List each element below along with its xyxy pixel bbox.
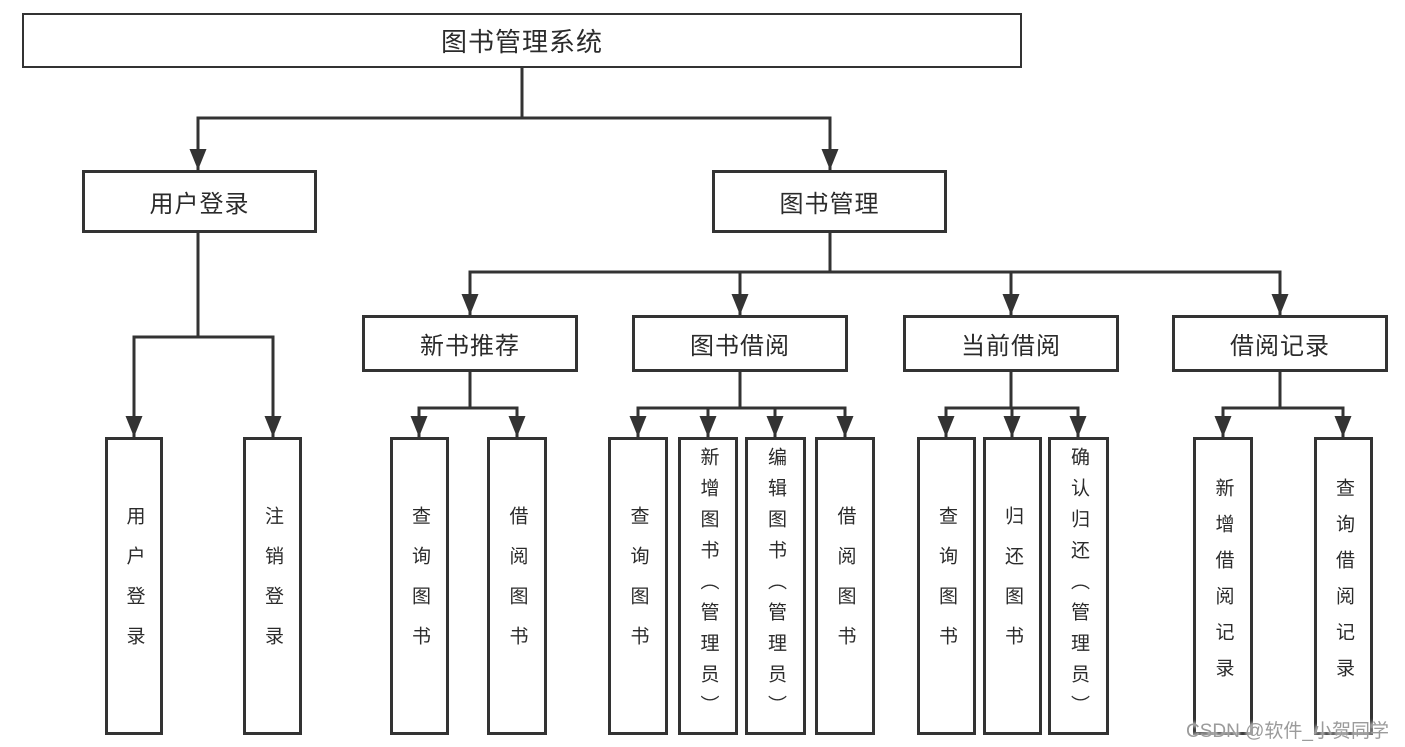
csdn-watermark: CSDN @软件_小贺同学 — [1186, 721, 1389, 742]
leaf-borrow-books-newbook: 借阅图书 — [487, 437, 547, 735]
node-user-login-label: 用户登录 — [149, 191, 250, 218]
node-book-management: 图书管理 — [712, 170, 947, 233]
leaf-query-books-current-label: 查询图书 — [936, 506, 957, 666]
leaf-add-borrow-record-label: 新增借阅记录 — [1212, 478, 1234, 694]
leaf-borrow-books: 借阅图书 — [815, 437, 875, 735]
node-current-borrowing-label: 当前借阅 — [961, 333, 1061, 360]
node-new-book-recommendation-label: 新书推荐 — [420, 333, 520, 360]
leaf-user-login: 用户登录 — [105, 437, 163, 735]
leaf-logout-label: 注销登录 — [262, 506, 283, 666]
node-borrowing-records: 借阅记录 — [1172, 315, 1388, 372]
leaf-add-books-admin-label: 新增图书（管理员） — [697, 446, 719, 726]
node-library-management-system: 图书管理系统 — [22, 13, 1022, 68]
node-user-login: 用户登录 — [82, 170, 317, 233]
leaf-edit-books-admin: 编辑图书（管理员） — [745, 437, 806, 735]
leaf-query-borrow-record-label: 查询借阅记录 — [1333, 478, 1354, 694]
leaf-logout: 注销登录 — [243, 437, 302, 735]
node-borrowing-records-label: 借阅记录 — [1230, 333, 1330, 360]
leaf-edit-books-admin-label: 编辑图书（管理员） — [765, 446, 786, 726]
node-current-borrowing: 当前借阅 — [903, 315, 1119, 372]
leaf-query-borrow-record: 查询借阅记录 — [1314, 437, 1373, 735]
node-book-management-label: 图书管理 — [779, 191, 880, 218]
leaf-query-books-borrow-label: 查询图书 — [627, 506, 649, 666]
leaf-add-books-admin: 新增图书（管理员） — [678, 437, 738, 735]
node-library-management-system-label: 图书管理系统 — [440, 27, 603, 57]
leaf-return-books-label: 归还图书 — [1002, 506, 1023, 666]
node-book-borrowing-label: 图书借阅 — [690, 333, 790, 360]
node-new-book-recommendation: 新书推荐 — [362, 315, 578, 372]
leaf-borrow-books-label: 借阅图书 — [834, 506, 856, 666]
leaf-query-books-newbook-label: 查询图书 — [409, 506, 430, 666]
node-book-borrowing: 图书借阅 — [632, 315, 848, 372]
leaf-user-login-label: 用户登录 — [123, 506, 145, 666]
leaf-return-books: 归还图书 — [983, 437, 1042, 735]
leaf-confirm-return-admin-label: 确认归还（管理员） — [1068, 446, 1089, 726]
leaf-borrow-books-newbook-label: 借阅图书 — [506, 506, 528, 666]
leaf-query-books-newbook: 查询图书 — [390, 437, 449, 735]
leaf-query-books-borrow: 查询图书 — [608, 437, 668, 735]
leaf-add-borrow-record: 新增借阅记录 — [1193, 437, 1253, 735]
leaf-confirm-return-admin: 确认归还（管理员） — [1048, 437, 1109, 735]
leaf-query-books-current: 查询图书 — [917, 437, 976, 735]
